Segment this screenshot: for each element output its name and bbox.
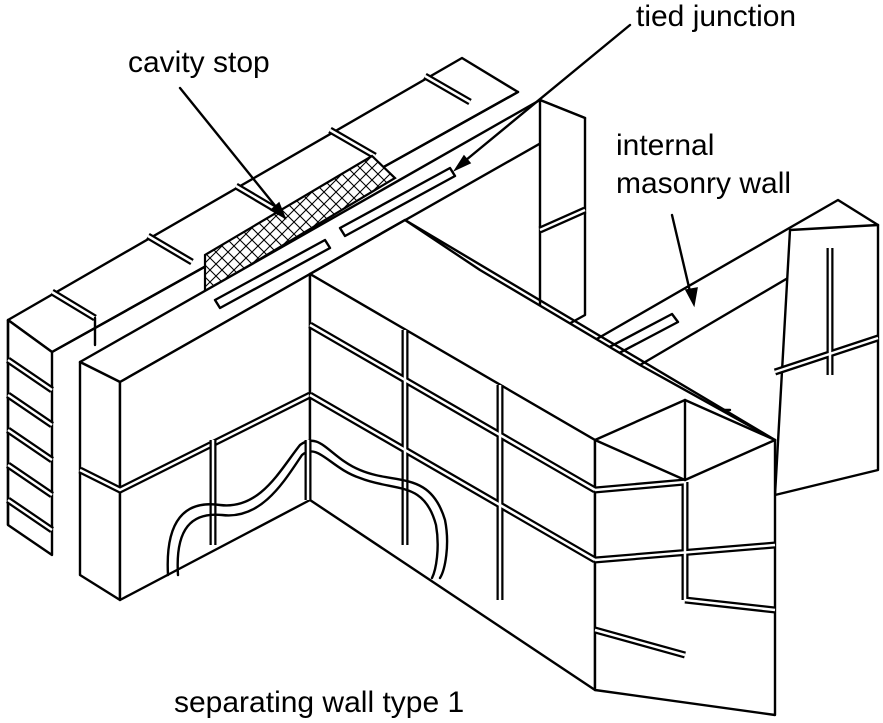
party-wall-block xyxy=(308,218,777,717)
inner-leaf xyxy=(78,98,587,602)
arrowhead-icon xyxy=(269,201,287,220)
internal-wall-leader xyxy=(670,213,694,302)
arrowhead-icon xyxy=(684,287,698,308)
wall-tie xyxy=(213,238,332,310)
internal-wall-label-line1: internal xyxy=(616,129,714,162)
leader-arrows xyxy=(178,23,698,308)
tied-junction-leader xyxy=(458,23,632,167)
wall-tie xyxy=(338,166,457,238)
cutaway-outline xyxy=(166,439,449,580)
cavity-stop-label: cavity stop xyxy=(128,46,270,79)
cavity-stop-leader xyxy=(178,86,287,220)
wall-ties xyxy=(213,166,457,310)
diagram-caption: separating wall type 1 xyxy=(174,686,464,719)
internal-wall-label-line2: masonry wall xyxy=(616,167,791,200)
tied-junction-label: tied junction xyxy=(636,0,796,33)
arrowhead-icon xyxy=(452,154,472,172)
cavity-stop xyxy=(203,154,397,294)
